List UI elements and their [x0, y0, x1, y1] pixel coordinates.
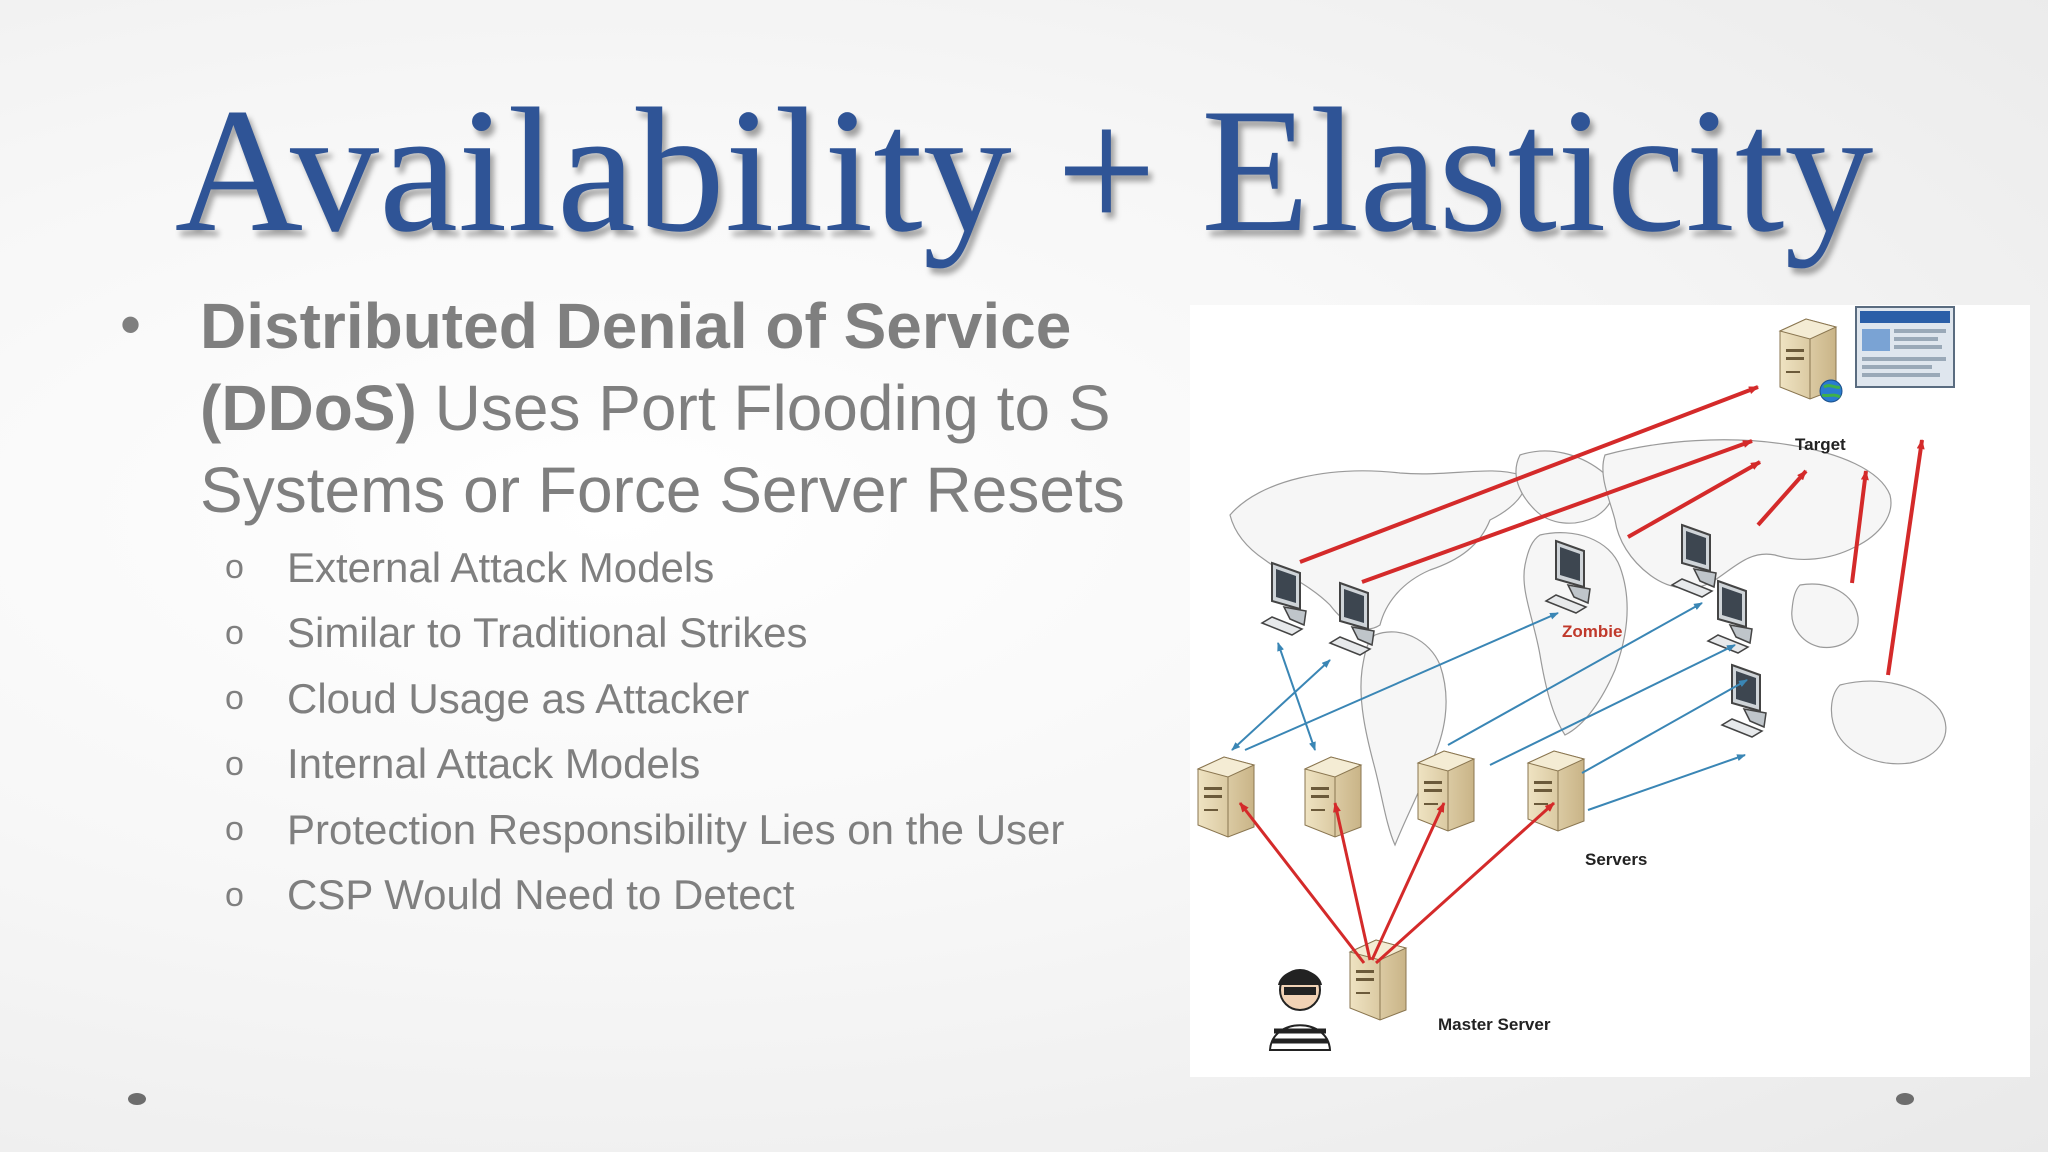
- sub-bullet-marker: o: [225, 875, 244, 914]
- sub-bullet-marker: o: [225, 613, 244, 652]
- sub-bullet-item: o Cloud Usage as Attacker: [225, 666, 1064, 732]
- slide-corner-dot-right: [1896, 1093, 1914, 1105]
- zombie-pc-icon: [1261, 562, 1307, 636]
- sub-bullet-item: o Protection Responsibility Lies on the U…: [225, 797, 1064, 863]
- main-bullet-marker: •: [120, 291, 142, 358]
- sub-bullet-item: o Similar to Traditional Strikes: [225, 601, 1064, 667]
- sub-bullet-text: Similar to Traditional Strikes: [287, 609, 808, 657]
- master-control-arrows: [1238, 801, 1556, 965]
- target-webpage-icon: [1855, 306, 1955, 388]
- server-icon: [1304, 756, 1362, 838]
- ddos-diagram: Target Zombie Servers Master Server: [1190, 305, 2030, 1077]
- sub-bullet-marker: o: [225, 679, 244, 718]
- slide-corner-dot-left: [128, 1093, 146, 1105]
- main-bullet-line-3: Systems or Force Server Resets: [200, 454, 1125, 526]
- sub-bullet-item: o Internal Attack Models: [225, 732, 1064, 798]
- server-icon: [1417, 750, 1475, 832]
- zombie-pc-icon: [1707, 580, 1753, 654]
- ddos-diagram-svg: Target Zombie Servers Master Server: [1197, 306, 1955, 1051]
- server-icon: [1197, 756, 1255, 838]
- master-server-label: Master Server: [1438, 1015, 1551, 1034]
- sub-bullet-item: o External Attack Models: [225, 535, 1064, 601]
- control-arrows: [1231, 602, 1748, 811]
- zombie-pc-icon: [1721, 664, 1767, 738]
- sub-bullet-text: Protection Responsibility Lies on the Us…: [287, 805, 1065, 853]
- text-area: • Distributed Denial of Service (DDoS) U…: [110, 285, 1168, 925]
- sub-bullet-text: Cloud Usage as Attacker: [287, 674, 750, 722]
- sub-bullet-item: o CSP Would Need to Detect: [225, 863, 1064, 926]
- slide-title: Availability + Elasticity: [174, 71, 1874, 269]
- main-bullet-bold-line: Distributed Denial of Service: [200, 290, 1072, 362]
- main-bullet-text: Distributed Denial of Service (DDoS) Use…: [200, 285, 1168, 531]
- main-bullet-bold-abbrev: (DDoS): [200, 372, 417, 444]
- target-label: Target: [1795, 435, 1846, 454]
- zombie-label: Zombie: [1562, 622, 1622, 641]
- attacker-icon: [1268, 969, 1332, 1051]
- sub-bullet-marker: o: [225, 810, 244, 849]
- sub-bullet-text: External Attack Models: [287, 543, 715, 591]
- sub-bullet-text: CSP Would Need to Detect: [287, 871, 795, 919]
- master-server-icon: [1349, 939, 1407, 1021]
- sub-bullet-marker: o: [225, 548, 244, 587]
- target-server: [1779, 318, 1843, 403]
- sub-bullet-marker: o: [225, 744, 244, 783]
- sub-bullet-text: Internal Attack Models: [287, 740, 701, 788]
- attack-arrows: [1299, 385, 1925, 676]
- main-bullet-line-2-rest: Uses Port Flooding to S: [416, 372, 1111, 444]
- main-bullet-line-2: (DDoS) Uses Port Flooding to S: [200, 367, 1168, 449]
- servers-label: Servers: [1585, 850, 1647, 869]
- world-map: [1229, 439, 1947, 847]
